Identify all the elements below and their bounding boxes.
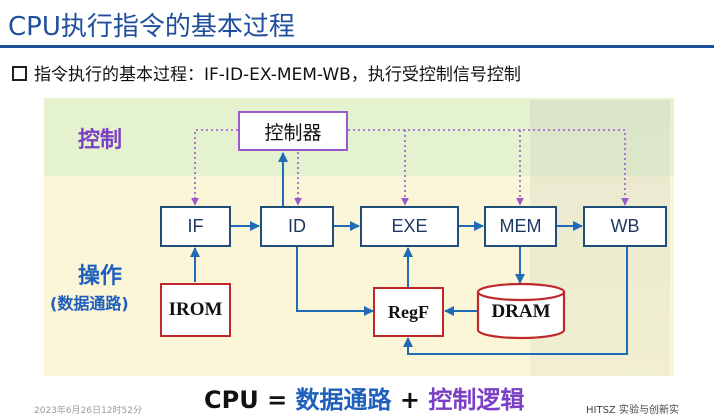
hitsz-logo: HITSZ 实验与创新实 bbox=[586, 405, 679, 416]
cpu-formula: CPU = 数据通路 + 控制逻辑 bbox=[204, 380, 524, 415]
operation-region bbox=[44, 176, 674, 376]
dram-cylinder bbox=[476, 282, 566, 340]
formula-control-logic: 控制逻辑 bbox=[428, 386, 525, 414]
formula-datapath: 数据通路 bbox=[295, 386, 392, 414]
irom-box: IROM bbox=[160, 283, 231, 337]
formula-cpu: CPU bbox=[204, 386, 259, 414]
control-label: 控制 bbox=[78, 128, 123, 153]
exe-stage-box: EXE bbox=[360, 206, 459, 247]
regf-box: RegF bbox=[373, 287, 444, 337]
operation-label: 操作 bbox=[78, 264, 123, 289]
ctrl-to-wb-arrow bbox=[348, 129, 629, 206]
data-path-lines bbox=[190, 152, 628, 355]
control-region bbox=[44, 98, 674, 176]
ctrl-to-if-arrow bbox=[191, 129, 238, 206]
footer-timestamp: 2023年6月26日12时52分 bbox=[34, 406, 142, 416]
title-divider bbox=[0, 45, 714, 48]
wb-stage-box: WB bbox=[583, 206, 667, 247]
id-to-regf-arrow bbox=[296, 247, 374, 316]
mem-stage-box: MEM bbox=[484, 206, 557, 247]
wb-to-regf-arrow bbox=[403, 247, 628, 355]
bullet-square-icon bbox=[12, 66, 27, 81]
control-signal-lines bbox=[191, 129, 629, 206]
datapath-label: (数据通路) bbox=[50, 294, 129, 313]
dram-label: DRAM bbox=[491, 301, 551, 322]
if-stage-box: IF bbox=[160, 206, 231, 247]
page-title: CPU执行指令的基本过程 bbox=[8, 12, 295, 42]
controller-box: 控制器 bbox=[238, 111, 348, 151]
formula-equals: = bbox=[267, 386, 288, 414]
bullet-text: 指令执行的基本过程：IF-ID-EX-MEM-WB，执行受控制信号控制 bbox=[34, 65, 521, 85]
formula-plus: + bbox=[399, 386, 420, 414]
id-stage-box: ID bbox=[260, 206, 334, 247]
